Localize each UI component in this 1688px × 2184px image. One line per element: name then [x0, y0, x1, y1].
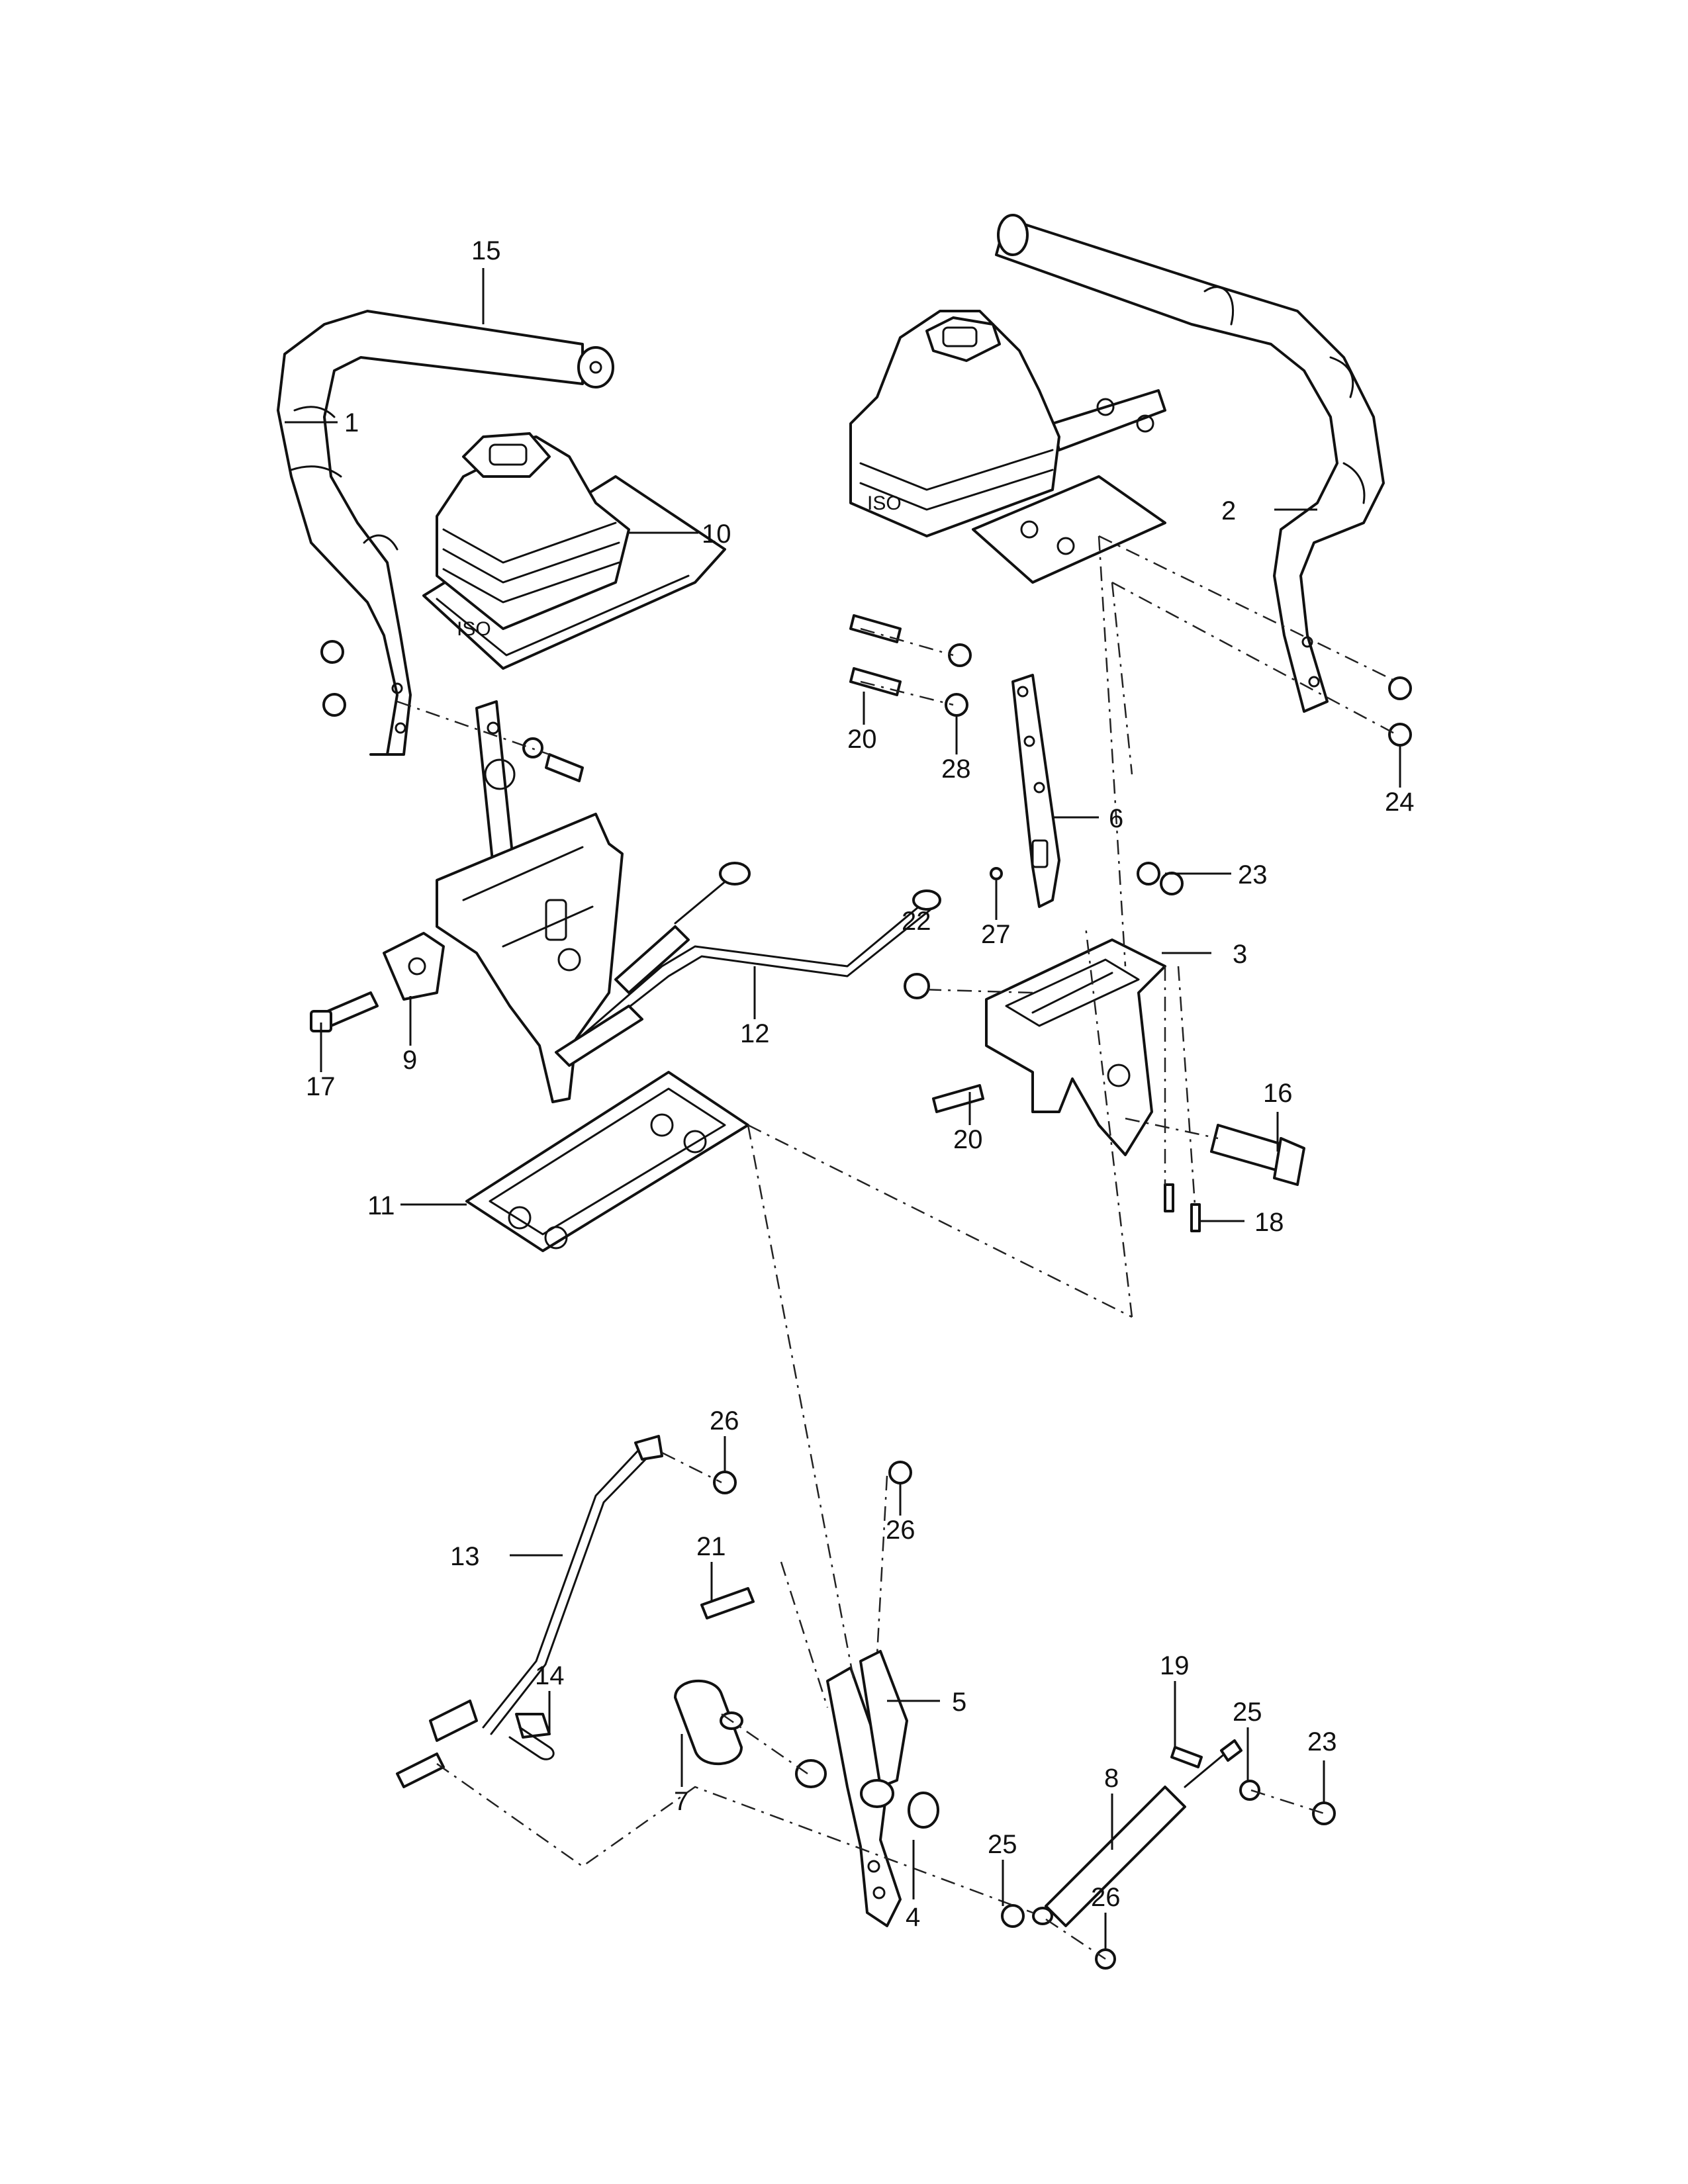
callout-18: 18 [1254, 1208, 1284, 1237]
gas-spring [1001, 1739, 1336, 1970]
right-shift-boot: ISO [849, 310, 1166, 584]
callout-26c: 26 [1091, 1883, 1121, 1912]
right-lever [849, 614, 1060, 908]
callout-leaders [285, 268, 1401, 1949]
callout-16: 16 [1263, 1079, 1293, 1108]
callout-23a: 23 [1238, 860, 1268, 889]
lower-rod [396, 1435, 737, 1788]
callout-1: 1 [344, 408, 359, 437]
left-shift-boot: ISO [422, 432, 726, 670]
callout-3: 3 [1233, 940, 1247, 969]
lower-lever-assembly [674, 1461, 939, 1927]
callout-14: 14 [535, 1661, 565, 1690]
left-lever-assembly [310, 700, 941, 1103]
callout-24: 24 [1385, 788, 1415, 817]
callout-27: 27 [981, 920, 1011, 949]
callout-8: 8 [1104, 1764, 1119, 1793]
callout-19: 19 [1160, 1651, 1190, 1680]
callout-7: 7 [674, 1787, 688, 1816]
callout-13: 13 [450, 1542, 480, 1571]
callout-4: 4 [906, 1903, 920, 1932]
handle-nuts [1388, 676, 1412, 747]
callout-2: 2 [1221, 496, 1236, 525]
callout-17: 17 [306, 1072, 336, 1101]
right-control-handle [995, 214, 1385, 713]
callout-9: 9 [402, 1046, 417, 1075]
callout-15: 15 [471, 236, 501, 265]
callout-20a: 20 [847, 725, 877, 754]
callout-12: 12 [740, 1019, 770, 1048]
callout-6: 6 [1109, 804, 1123, 833]
gasket [465, 1071, 749, 1252]
callout-26b: 26 [886, 1516, 915, 1545]
hairpin-clip [508, 1726, 555, 1760]
callout-5: 5 [952, 1688, 966, 1717]
svg-text:ISO: ISO [867, 492, 902, 514]
callout-11: 11 [367, 1191, 395, 1220]
callout-labels: 1 2 3 4 5 6 7 8 9 10 11 12 13 14 15 16 1… [306, 236, 1415, 1932]
right-bracket [904, 862, 1305, 1232]
assembly-lines [397, 535, 1397, 1960]
callout-25a: 25 [1233, 1698, 1262, 1727]
callout-21: 21 [696, 1532, 726, 1561]
svg-text:ISO: ISO [457, 618, 491, 640]
callout-23b: 23 [1307, 1727, 1337, 1756]
left-control-handle [277, 310, 614, 756]
callout-20b: 20 [953, 1125, 983, 1154]
callout-10: 10 [702, 520, 731, 549]
callout-25b: 25 [988, 1830, 1017, 1859]
callout-22: 22 [902, 907, 931, 936]
callout-26a: 26 [710, 1406, 739, 1435]
left-fasteners [320, 640, 584, 782]
callout-28: 28 [941, 754, 971, 784]
